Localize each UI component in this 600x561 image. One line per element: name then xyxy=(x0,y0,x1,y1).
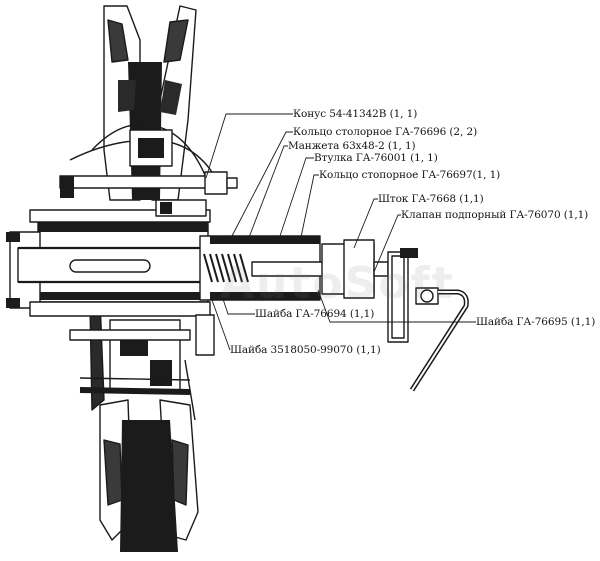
callout-shtok: Шток ГА-7668 (1,1) xyxy=(378,193,484,205)
callout-shaiba-76694: Шайба ГА-76694 (1,1) xyxy=(255,308,375,320)
bolts xyxy=(59,171,238,356)
pulley-upper xyxy=(69,5,213,201)
hub-assembly xyxy=(6,209,211,317)
valve-housing xyxy=(199,235,439,343)
watermark: AutoSoft xyxy=(220,258,455,309)
callout-konus: Конус 54-41342В (1, 1) xyxy=(293,108,418,120)
callout-manzheta: Манжета 63х48-2 (1, 1) xyxy=(288,140,416,152)
callout-kolco-stopornoe-76697: Кольцо стопорное ГА-76697(1, 1) xyxy=(319,169,501,181)
callout-vtulka: Втулка ГА-76001 (1, 1) xyxy=(314,152,438,164)
callout-klapan: Клапан подпорный ГА-76070 (1,1) xyxy=(401,209,589,221)
callout-kolco-stopornoe-76696: Кольцо столорное ГА-76696 (2, 2) xyxy=(293,126,478,138)
leader-lines xyxy=(205,113,476,351)
callout-shaiba-76695: Шайба ГА-76695 (1,1) xyxy=(476,316,596,328)
callout-shaiba-3518050: Шайба 3518050-99070 (1,1) xyxy=(230,344,381,356)
pipe xyxy=(409,289,469,392)
